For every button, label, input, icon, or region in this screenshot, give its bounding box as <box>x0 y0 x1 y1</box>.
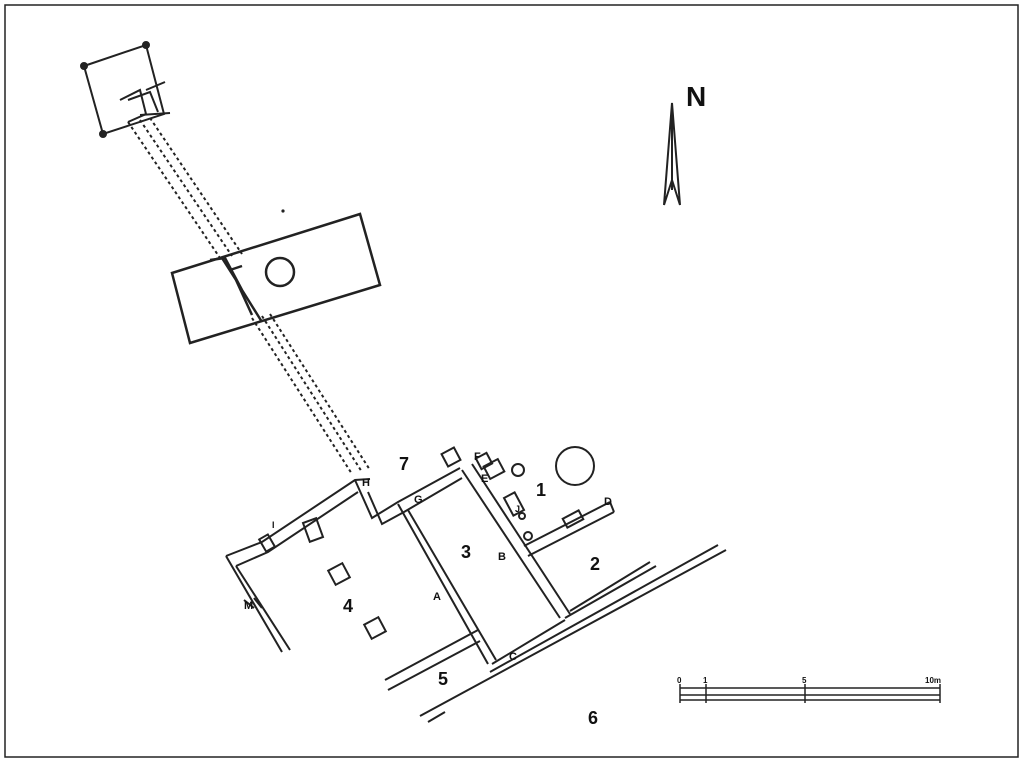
scale-bar <box>679 684 941 703</box>
wall-label-g: G <box>414 494 423 506</box>
scale-label-5: 5 <box>802 676 807 685</box>
scale-label-10m: 10m <box>925 676 941 685</box>
wall-label-m: M <box>244 600 253 612</box>
room-label-7: 7 <box>399 454 409 474</box>
wall-label-j: J <box>515 504 520 514</box>
scale-label-1: 1 <box>703 676 708 685</box>
wall-label-h: H <box>362 477 370 489</box>
upper-structure <box>80 41 171 138</box>
border-frame <box>4 4 1019 758</box>
wall-label-b: B <box>498 551 506 563</box>
wall-label-d: D <box>604 496 612 508</box>
middle-structure <box>170 212 382 345</box>
wall-label-e: E <box>481 473 488 485</box>
survey-mark <box>281 209 285 213</box>
dotted-channel-upper <box>127 117 243 259</box>
wall-label-c: C <box>509 651 517 663</box>
room-label-6: 6 <box>588 708 598 728</box>
wall-label-a: A <box>433 591 441 603</box>
room-label-1: 1 <box>536 480 546 500</box>
room-label-3: 3 <box>461 542 471 562</box>
room-label-2: 2 <box>590 554 600 574</box>
wall-label-f: F <box>474 451 481 463</box>
wall-label-i: I <box>272 520 275 530</box>
room-label-5: 5 <box>438 669 448 689</box>
scale-label-0: 0 <box>677 676 682 685</box>
dotted-channel-lower <box>251 313 371 475</box>
lower-complex <box>225 446 727 723</box>
room-label-4: 4 <box>343 596 353 616</box>
north-label: N <box>686 81 706 112</box>
north-arrow-icon <box>663 102 681 206</box>
